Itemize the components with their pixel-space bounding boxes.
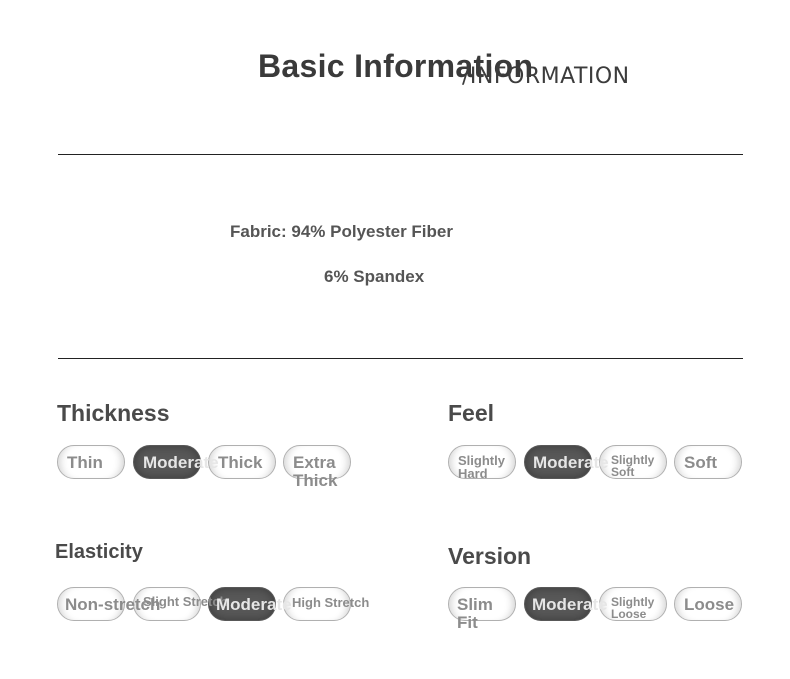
feel-option-slightly-hard [448, 445, 516, 479]
elasticity-scale: Non-stretch Slight Stretch Moderate High… [57, 587, 397, 623]
feel-scale: Slightly Hard Moderate Slightly Soft Sof… [448, 445, 748, 481]
thickness-label-extra-thick: Extra Thick [293, 453, 338, 490]
version-title: Version [448, 543, 532, 569]
elasticity-label-non-stretch: Non-stretch [65, 595, 161, 614]
thickness-label-thin: Thin [67, 453, 103, 472]
feel-label-slightly-hard: Slightly Hard [458, 453, 505, 481]
thickness-option-thin [57, 445, 125, 479]
thickness-label-thick: Thick [218, 453, 263, 472]
version-option-slim-fit [448, 587, 516, 621]
version-label-loose: Loose [684, 595, 735, 614]
version-option-slightly-loose [599, 587, 667, 621]
fabric-composition-line-2: 6% Spandex [324, 267, 425, 286]
feel-label-soft: Soft [684, 453, 718, 472]
feel-option-soft [674, 445, 742, 479]
feel-option-slightly-soft [599, 445, 667, 479]
fabric-composition-line-1: Fabric: 94% Polyester Fiber [230, 222, 453, 241]
version-scale: Slim Fit Moderate Slightly Loose Loose [448, 587, 748, 632]
version-option-moderate [524, 587, 592, 621]
thickness-title: Thickness [57, 400, 170, 426]
middle-divider [58, 358, 743, 359]
feel-option-moderate [524, 445, 592, 479]
elasticity-label-slight-stretch: Slight Stretch [143, 594, 228, 609]
elasticity-title: Elasticity [55, 541, 143, 563]
elasticity-option-slight-stretch [133, 587, 201, 621]
elasticity-option-high-stretch [283, 587, 351, 621]
thickness-option-extra-thick [283, 445, 351, 479]
elasticity-label-moderate: Moderate [216, 595, 292, 614]
version-label-slightly-loose: Slightly Loose [611, 595, 655, 621]
feel-label-moderate: Moderate [533, 453, 609, 472]
top-divider [58, 154, 743, 155]
feel-title: Feel [448, 400, 495, 426]
elasticity-option-non-stretch [57, 587, 125, 621]
thickness-option-thick [208, 445, 276, 479]
page-title: Basic Information [258, 48, 534, 84]
version-label-moderate: Moderate [532, 595, 608, 614]
thickness-label-moderate: Moderate [143, 453, 219, 472]
version-label-slim-fit: Slim Fit [457, 595, 493, 632]
elasticity-label-high-stretch: High Stretch [292, 595, 370, 610]
elasticity-option-moderate [208, 587, 276, 621]
page-subtitle: /INFORMATION [462, 64, 630, 89]
feel-label-slightly-soft: Slightly Soft [611, 453, 655, 479]
version-option-loose [674, 587, 742, 621]
thickness-option-moderate [133, 445, 201, 479]
thickness-scale: Thin Moderate Thick Extra Thick [57, 445, 357, 490]
